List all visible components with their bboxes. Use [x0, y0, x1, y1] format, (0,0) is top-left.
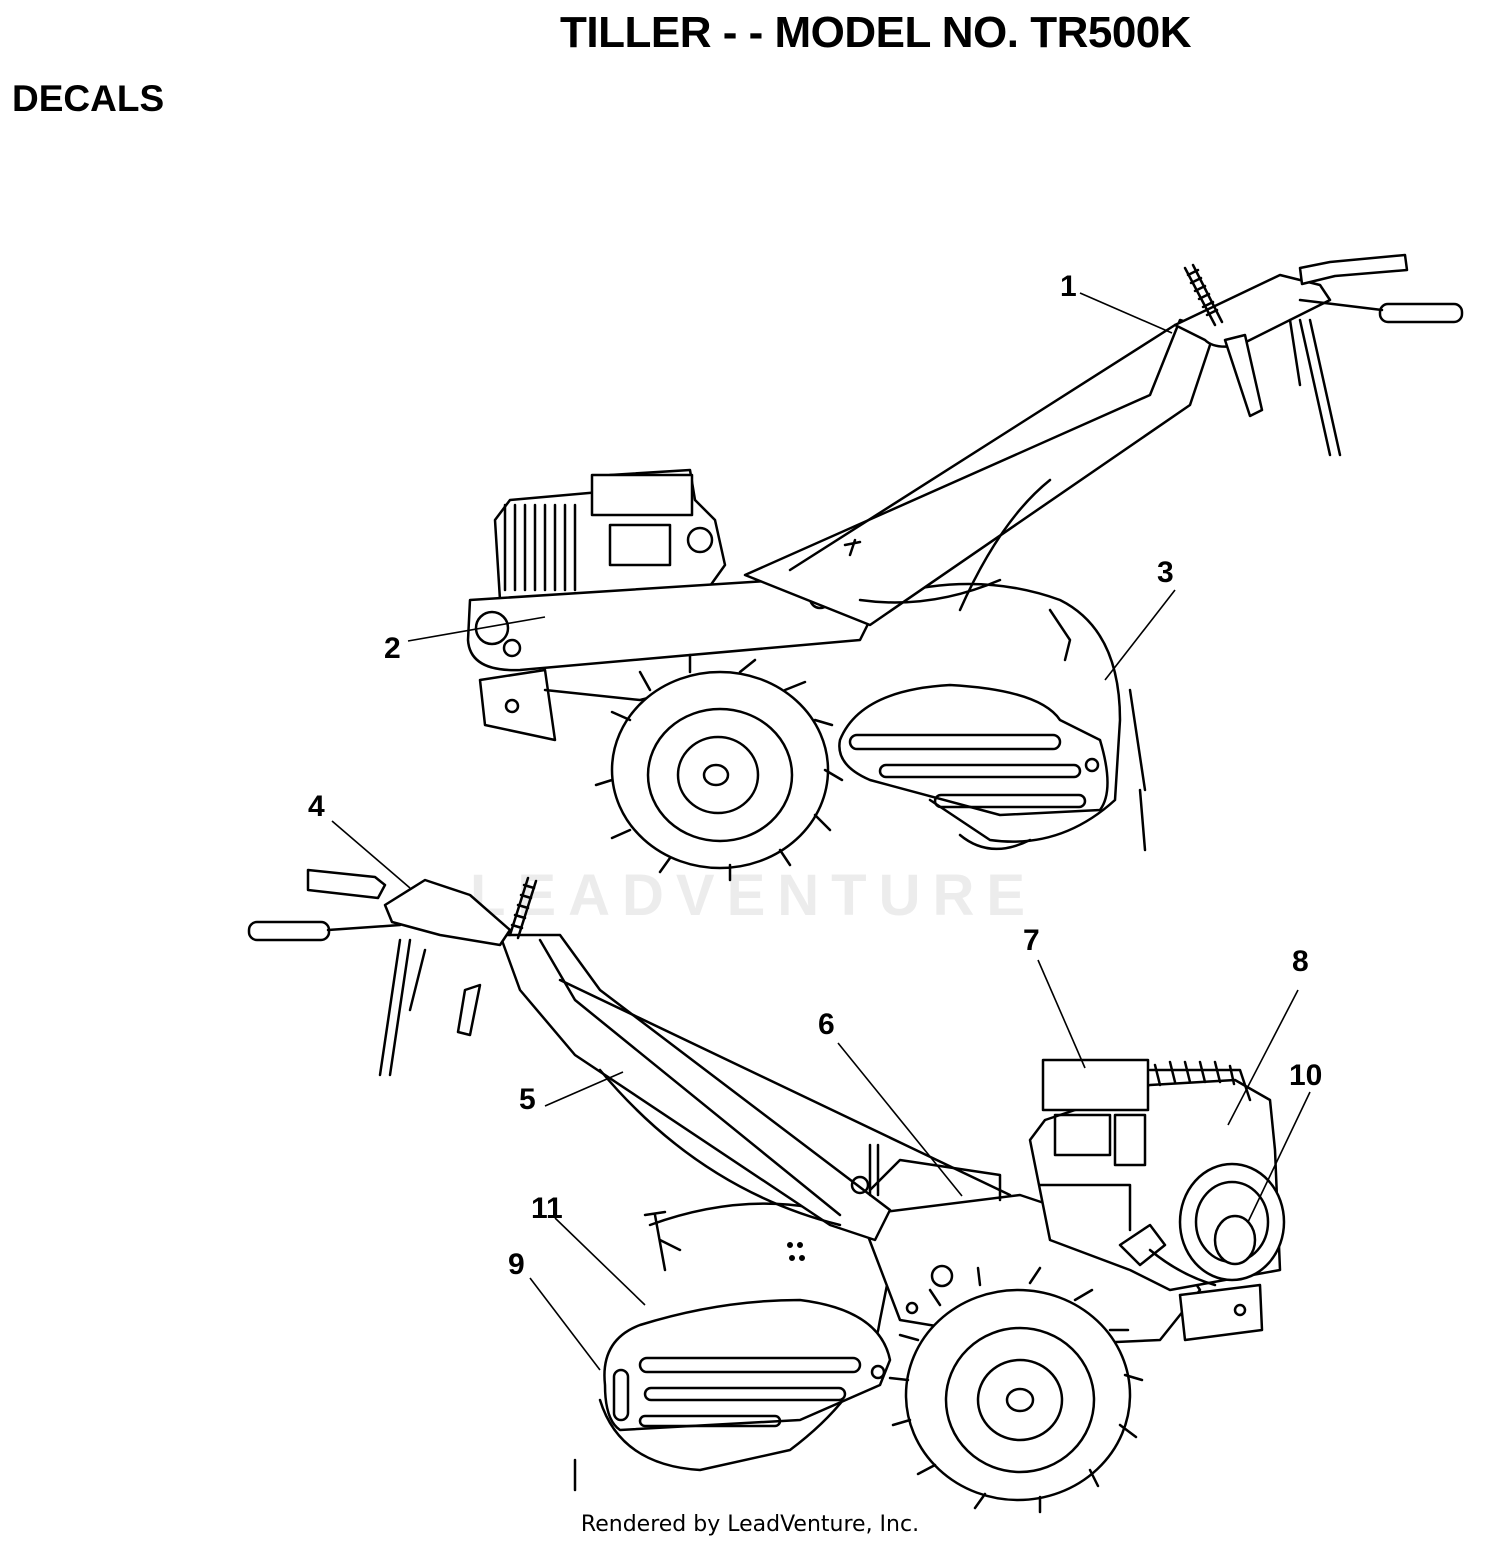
callout-6: 6 — [818, 1008, 835, 1041]
callout-4: 4 — [308, 790, 325, 823]
callout-10: 10 — [1289, 1059, 1323, 1092]
callout-1: 1 — [1060, 270, 1077, 303]
upper-tiller-drawing — [466, 253, 1464, 882]
section-title: DECALS — [12, 78, 165, 119]
callout-5: 5 — [519, 1083, 536, 1116]
callout-2: 2 — [384, 632, 401, 665]
callout-8: 8 — [1292, 945, 1309, 978]
lower-tiller-drawing — [247, 868, 1286, 1514]
callout-11: 11 — [531, 1192, 563, 1225]
callout-9: 9 — [508, 1248, 525, 1281]
callout-7: 7 — [1023, 924, 1040, 957]
page-title: TILLER - - MODEL NO. TR500K — [560, 8, 1192, 57]
callout-leaders — [331, 292, 1311, 1371]
callout-3: 3 — [1157, 556, 1174, 589]
footer-credit: Rendered by LeadVenture, Inc. — [580, 1512, 920, 1537]
watermark: LEADVENTURE — [470, 863, 1038, 928]
